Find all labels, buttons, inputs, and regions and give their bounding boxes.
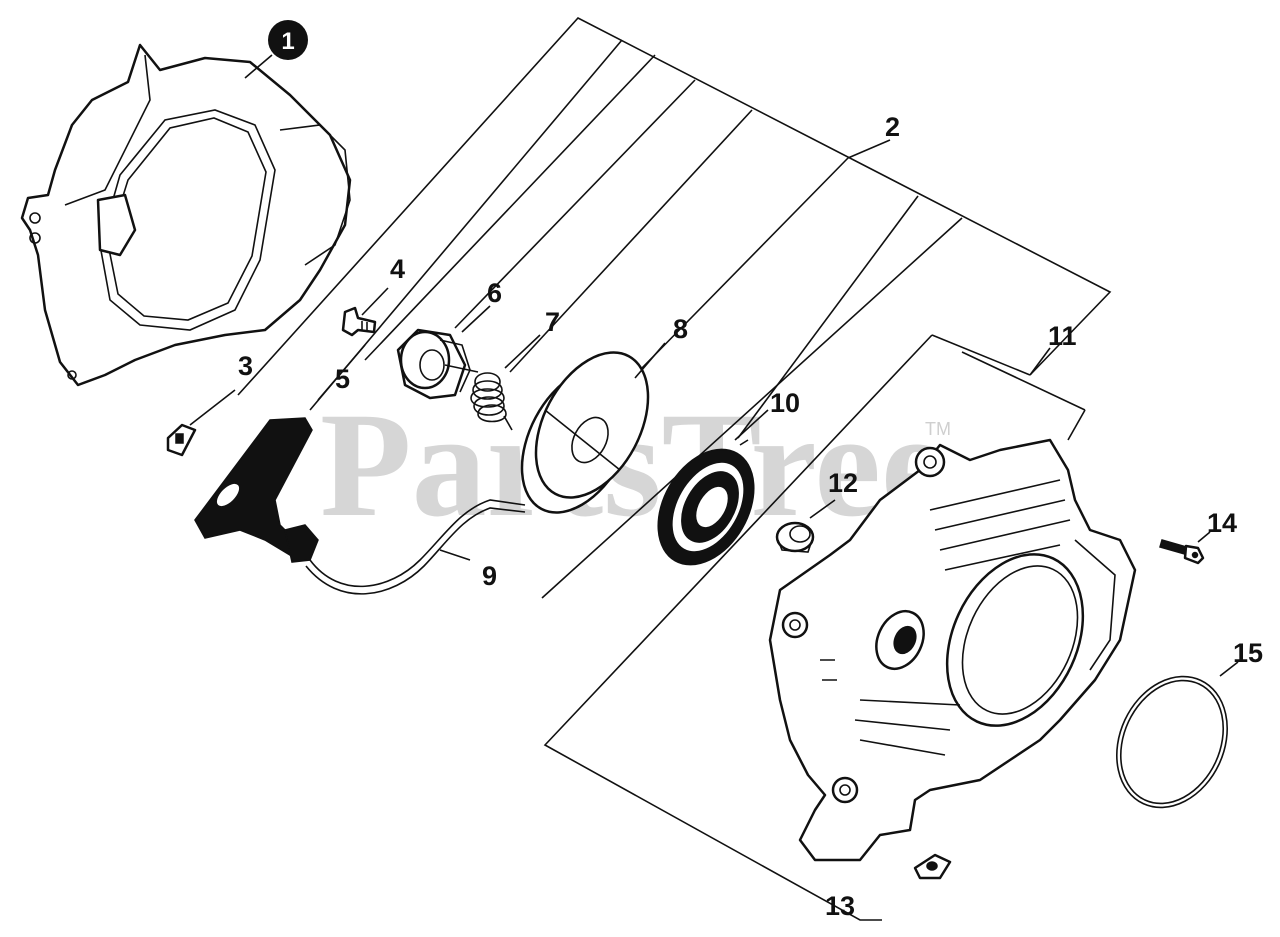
callout-8[interactable]: 8 xyxy=(673,314,688,344)
callout-6[interactable]: 6 xyxy=(487,278,502,308)
part-11-starter-housing[interactable] xyxy=(768,438,1137,862)
part-14-bolt[interactable] xyxy=(1159,531,1211,565)
callout-13[interactable]: 13 xyxy=(825,891,855,921)
callout-4[interactable]: 4 xyxy=(390,254,405,284)
callout-9[interactable]: 9 xyxy=(482,561,497,591)
callout-3[interactable]: 3 xyxy=(238,351,253,381)
leader-6 xyxy=(461,305,491,333)
callout-7[interactable]: 7 xyxy=(545,307,560,337)
leader-7 xyxy=(504,334,541,369)
part-11-group-bracket xyxy=(543,334,1086,921)
callout-1[interactable]: 1 xyxy=(268,20,308,60)
part-12-bushing[interactable] xyxy=(775,499,836,553)
leader-10 xyxy=(734,409,769,441)
part-3-nut[interactable] xyxy=(166,423,197,457)
callout-11[interactable]: 11 xyxy=(1048,321,1077,351)
part-4-screw[interactable] xyxy=(341,287,389,337)
leader-1 xyxy=(244,54,273,79)
callout-15[interactable]: 15 xyxy=(1233,638,1263,668)
part-6-pulley[interactable] xyxy=(396,328,471,400)
part-9-rope[interactable] xyxy=(305,499,526,595)
part-2-group-bracket xyxy=(237,17,1112,599)
watermark-trademark: TM xyxy=(925,419,951,439)
callout-2[interactable]: 2 xyxy=(885,112,900,142)
part-8-reel[interactable] xyxy=(499,334,671,532)
part-13-nut[interactable] xyxy=(913,853,952,880)
part-7-spring[interactable] xyxy=(444,364,513,431)
leader-3 xyxy=(189,389,236,426)
leader-8 xyxy=(634,342,666,379)
callout-10[interactable]: 10 xyxy=(770,388,800,418)
part-10-recoil-spring[interactable] xyxy=(639,432,774,581)
callout-12[interactable]: 12 xyxy=(828,468,858,498)
callout-14[interactable]: 14 xyxy=(1207,508,1237,538)
part-1-blower-shroud[interactable] xyxy=(20,43,352,387)
part-5-starter-handle[interactable] xyxy=(194,344,366,563)
callout-1-label: 1 xyxy=(281,28,294,55)
callout-5[interactable]: 5 xyxy=(335,364,350,394)
part-15-gasket[interactable] xyxy=(1096,658,1248,825)
